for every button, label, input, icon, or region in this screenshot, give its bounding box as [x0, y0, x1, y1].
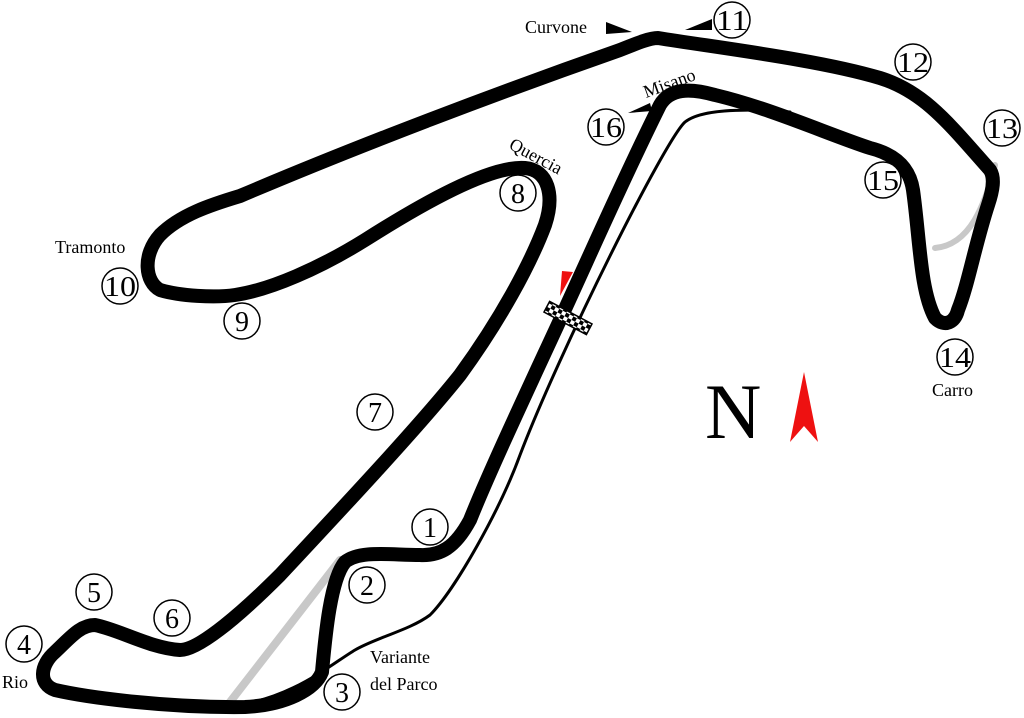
compass: N	[705, 368, 818, 455]
race-track	[36, 31, 1000, 715]
turn-circle-icon	[983, 109, 1021, 147]
turn-circle-icon	[75, 573, 113, 611]
corner-label-curvone: Curvone	[525, 17, 587, 37]
turn-circle-icon	[499, 174, 537, 212]
turn-marker-10: 10	[101, 267, 139, 305]
turn-number-label: 6	[165, 604, 179, 635]
start-finish-line	[542, 271, 594, 336]
turn-marker-11: 11	[713, 1, 751, 39]
north-arrow-icon	[790, 372, 818, 442]
turn-circle-icon	[323, 673, 361, 711]
turn-11-pointer-icon	[685, 19, 712, 30]
turn-marker-3: 3	[323, 673, 361, 711]
turn-marker-7: 7	[356, 393, 394, 431]
turn-marker-14: 14	[936, 338, 974, 376]
turn-circle-icon	[356, 393, 394, 431]
start-marker-icon	[560, 271, 573, 296]
turn-number-label: 13	[986, 114, 1018, 145]
corner-label-parco-line1: Variante	[370, 647, 430, 667]
turn-marker-15: 15	[864, 161, 902, 199]
pit-lane	[228, 108, 792, 708]
turn-number-label: 5	[87, 578, 101, 609]
turn-marker-1: 1	[411, 508, 449, 546]
turn-circle-icon	[713, 1, 751, 39]
corner-label-rio: Rio	[2, 672, 28, 692]
turn-number-label: 9	[235, 307, 249, 338]
turn-marker-5: 5	[75, 573, 113, 611]
turn-circle-icon	[864, 161, 902, 199]
turn-number-label: 12	[897, 48, 929, 79]
turn-marker-2: 2	[348, 566, 386, 604]
turn-number-label: 11	[716, 6, 748, 37]
turn-marker-9: 9	[223, 302, 261, 340]
corner-label-parco-line2: del Parco	[370, 674, 437, 694]
corner-label-tramonto: Tramonto	[55, 237, 125, 257]
turn-circle-icon	[894, 43, 932, 81]
corner-label-carro: Carro	[932, 380, 973, 400]
turn-circle-icon	[153, 599, 191, 637]
turn-circle-icon	[411, 508, 449, 546]
turn-number-label: 14	[939, 343, 971, 374]
north-letter: N	[705, 368, 761, 455]
turn-number-label: 4	[17, 630, 31, 661]
turn-number-label: 1	[423, 513, 437, 544]
checkered-flag-icon	[542, 300, 594, 336]
old-layout-segment-parco	[226, 556, 344, 706]
turn-circle-icon	[348, 566, 386, 604]
turn-marker-6: 6	[153, 599, 191, 637]
turn-number-label: 2	[360, 571, 374, 602]
curvone-pointer-icon	[606, 22, 632, 34]
turn-number-label: 15	[867, 166, 899, 197]
turn-marker-13: 13	[983, 109, 1021, 147]
turn-circle-icon	[587, 108, 625, 146]
turn-circle-icon	[101, 267, 139, 305]
turn-number-label: 16	[590, 113, 622, 144]
turn-marker-16: 16	[587, 108, 625, 146]
turn-marker-4: 4	[5, 625, 43, 663]
turn-circle-icon	[936, 338, 974, 376]
turn-number-label: 8	[511, 179, 525, 210]
turn-number-label: 7	[368, 398, 382, 429]
turn-number-label: 10	[104, 272, 136, 303]
misano-pointer-icon	[628, 103, 652, 113]
turn-marker-12: 12	[894, 43, 932, 81]
turn-marker-8: 8	[499, 174, 537, 212]
turn-number-label: 3	[335, 678, 349, 709]
turn-circle-icon	[5, 625, 43, 663]
turn-circle-icon	[223, 302, 261, 340]
